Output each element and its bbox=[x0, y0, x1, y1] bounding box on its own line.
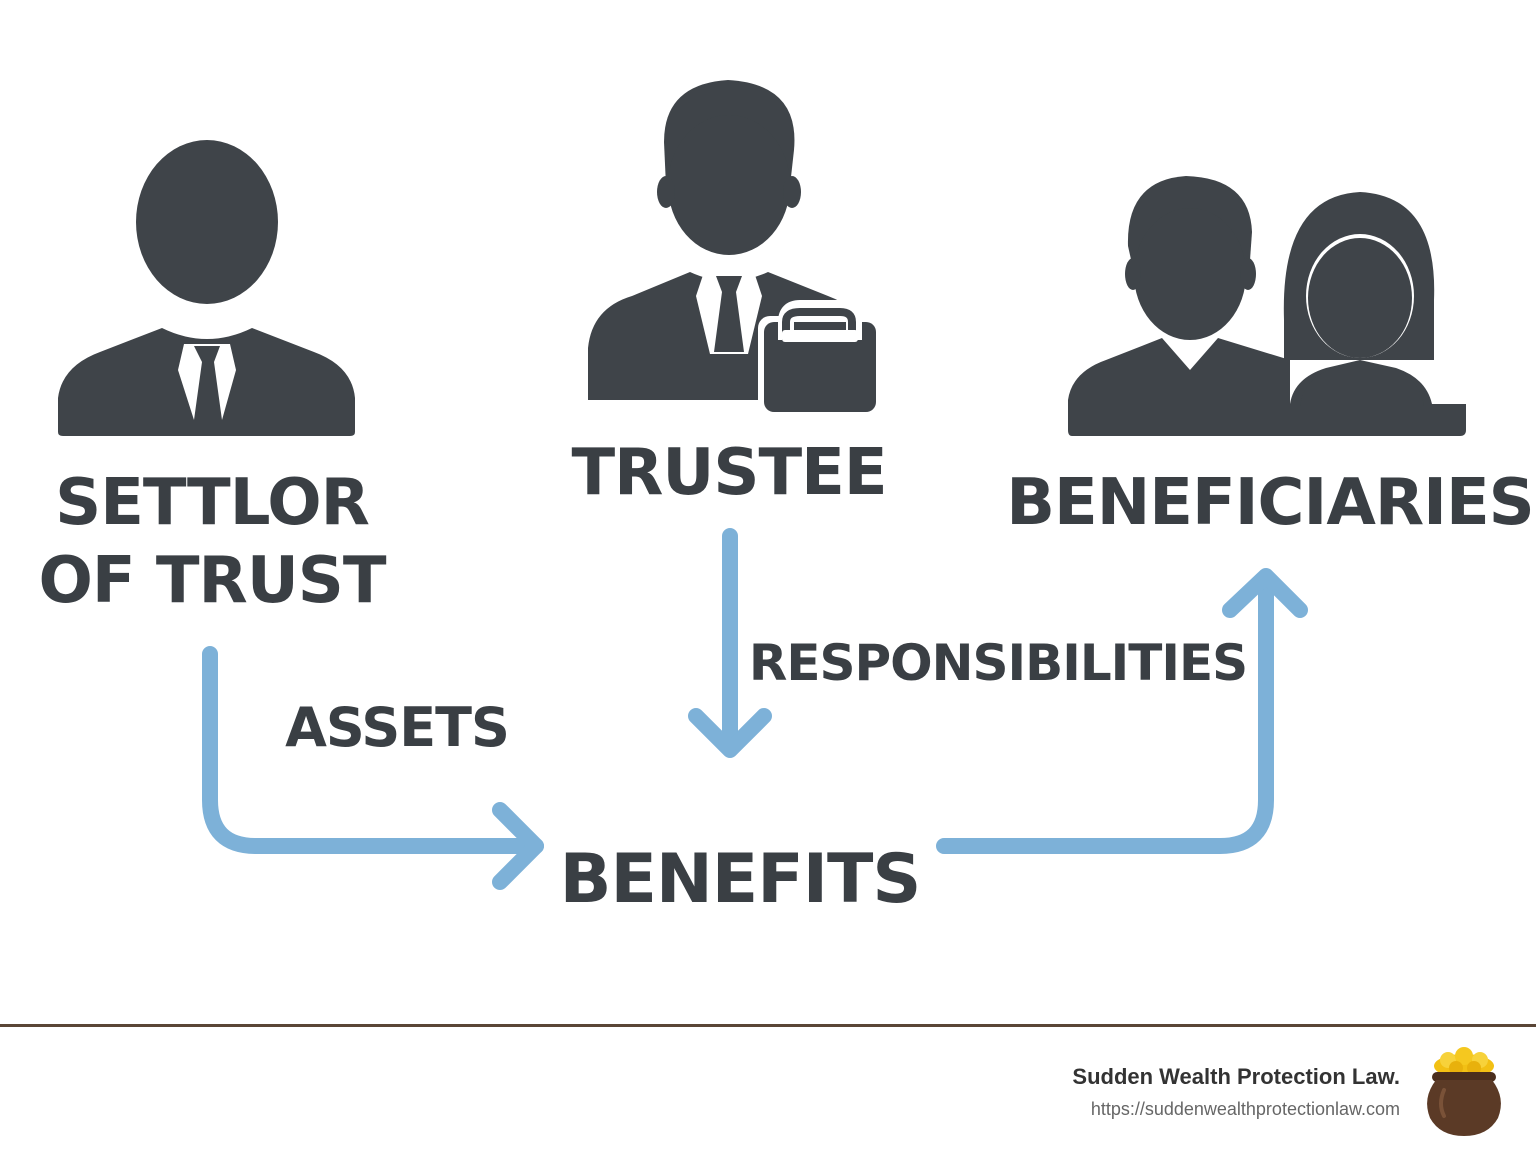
responsibilities-label: RESPONSIBILITIES bbox=[749, 634, 1247, 692]
settlor-label-line2: OF TRUST bbox=[38, 544, 386, 618]
assets-arrow bbox=[202, 646, 544, 854]
responsibilities-arrowhead bbox=[688, 708, 772, 758]
arrows bbox=[202, 528, 1308, 890]
trustee-label: TRUSTEE bbox=[571, 436, 886, 510]
settlor-icon bbox=[58, 140, 355, 436]
beneficiaries-icon bbox=[1068, 176, 1466, 436]
assets-arrowhead bbox=[492, 802, 544, 890]
assets-label: ASSETS bbox=[285, 696, 509, 759]
footer-divider bbox=[0, 1024, 1536, 1027]
benefits-arrow bbox=[936, 570, 1274, 854]
benefits-label: BENEFITS bbox=[560, 840, 921, 919]
beneficiaries-label: BENEFICIARIES bbox=[1006, 466, 1534, 540]
trustee-icon bbox=[588, 80, 882, 420]
brand-name: Sudden Wealth Protection Law. bbox=[1072, 1064, 1400, 1089]
pot-of-gold-icon bbox=[1427, 1047, 1501, 1136]
brand-url[interactable]: https://suddenwealthprotectionlaw.com bbox=[1090, 1099, 1400, 1119]
settlor-label-line1: SETTLOR bbox=[55, 466, 369, 540]
benefits-arrowhead bbox=[1222, 568, 1308, 618]
